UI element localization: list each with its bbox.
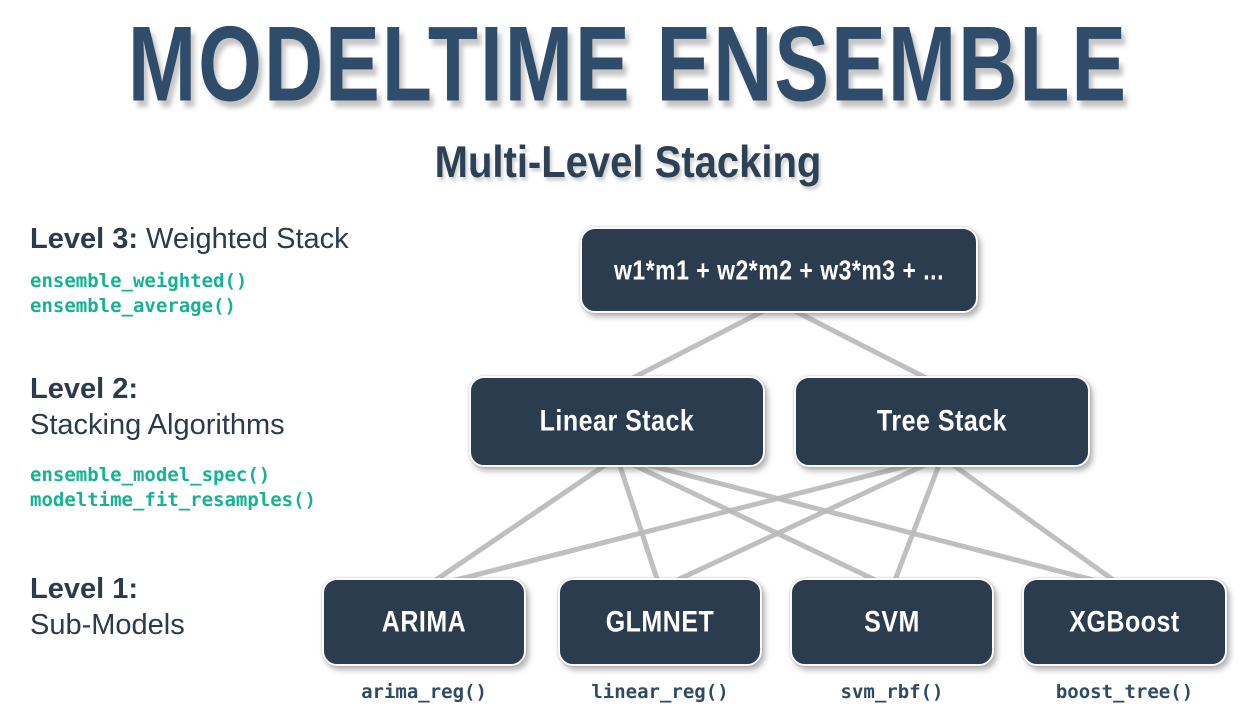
submodel-function-arima: arima_reg() (361, 681, 487, 703)
node-xgboost: XGBoost (1022, 578, 1227, 666)
level-2-label: Level 2: Stacking Algorithms (30, 371, 316, 443)
edge-line-linear-svm (614, 454, 895, 591)
level-2-annotation: Level 2: Stacking Algorithms ensemble_mo… (30, 371, 316, 513)
node-weighted-stack-formula: w1*m1 + w2*m2 + w3*m3 + ... (580, 227, 978, 313)
edge-line-linear-xgboost (614, 454, 1127, 591)
edge-line-weighted-tree (776, 300, 945, 389)
level-3-label-rest: Weighted Stack (138, 223, 349, 255)
level-3-annotation: Level 3: Weighted Stack ensemble_weighte… (30, 221, 349, 319)
edge-line-tree-svm (889, 454, 945, 591)
node-label: ARIMA (381, 604, 467, 639)
node-label: XGBoost (1069, 604, 1180, 639)
page-title: MODELTIME ENSEMBLE (127, 5, 1129, 124)
node-arima: ARIMA (322, 578, 526, 666)
node-glmnet: GLMNET (558, 578, 762, 666)
node-label: GLMNET (605, 604, 715, 639)
edge-line-weighted-linear (614, 300, 782, 389)
code-line: modeltime_fit_resamples() (30, 489, 316, 511)
page-subtitle: Multi-Level Stacking (434, 137, 822, 188)
level-2-label-rest: Stacking Algorithms (30, 409, 285, 441)
node-svm: SVM (790, 578, 994, 666)
level-2-label-bold: Level 2: (30, 373, 138, 405)
node-label: Tree Stack (876, 404, 1008, 438)
level-1-annotation: Level 1: Sub-Models (30, 571, 185, 643)
level-3-label-bold: Level 3: (30, 223, 138, 255)
edge-line-tree-xgboost (939, 454, 1127, 591)
code-line: ensemble_weighted() (30, 270, 248, 292)
node-label: w1*m1 + w2*m2 + w3*m3 + ... (614, 253, 944, 285)
submodel-function-svm: svm_rbf() (840, 681, 944, 703)
edge-line-tree-glmnet (657, 454, 945, 591)
code-line: ensemble_model_spec() (30, 464, 271, 486)
level-3-functions: ensemble_weighted() ensemble_average() (30, 269, 349, 319)
node-label: Linear Stack (539, 404, 695, 438)
node-tree-stack: Tree Stack (794, 376, 1090, 467)
submodel-function-xgboost: boost_tree() (1055, 681, 1194, 703)
level-1-label-rest: Sub-Models (30, 609, 185, 641)
code-line: ensemble_average() (30, 295, 236, 317)
submodel-function-glmnet: linear_reg() (591, 681, 729, 703)
edge-line-linear-arima (421, 454, 620, 591)
level-3-label: Level 3: Weighted Stack (30, 221, 349, 257)
level-1-label: Level 1: Sub-Models (30, 571, 185, 643)
level-2-functions: ensemble_model_spec() modeltime_fit_resa… (30, 463, 316, 513)
node-linear-stack: Linear Stack (469, 376, 765, 467)
edge-line-tree-arima (421, 454, 945, 591)
level-1-label-bold: Level 1: (30, 573, 138, 605)
edge-line-linear-glmnet (614, 454, 663, 591)
node-label: SVM (864, 604, 920, 639)
